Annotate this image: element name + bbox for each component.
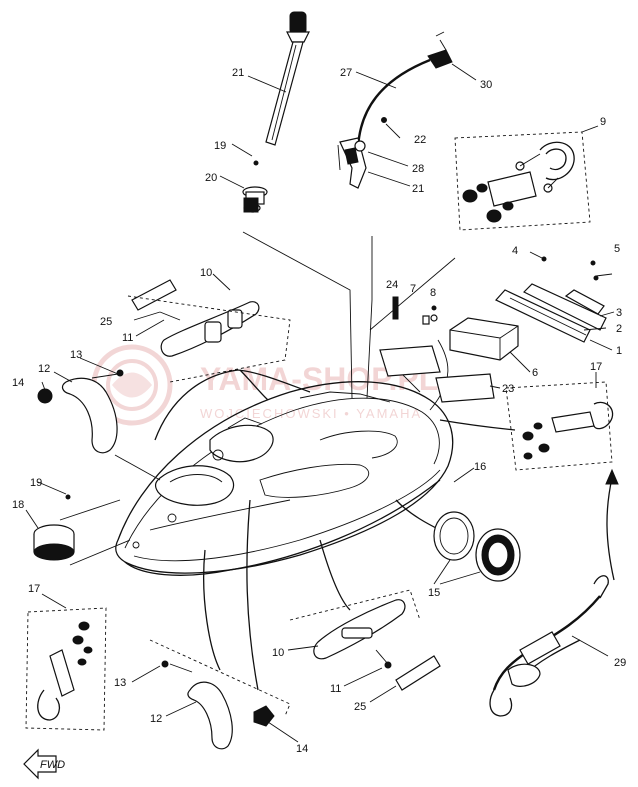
- callout-25-bottom: 25: [354, 701, 366, 713]
- callout-17-right: 17: [590, 361, 602, 373]
- callout-14-bottom: 14: [296, 743, 308, 755]
- part-17-hook-right: [505, 381, 614, 471]
- watermark-tagline: WOJCIECHOWSKI • YAMAHA: [200, 406, 422, 421]
- watermark-logo-icon: [91, 344, 173, 426]
- callout-4: 4: [512, 245, 518, 257]
- callout-29: 29: [614, 657, 626, 669]
- part-26-cable: [356, 31, 453, 149]
- part-17-hook-left: [25, 607, 107, 731]
- callout-12-top: 12: [38, 363, 50, 375]
- fwd-label: FWD: [40, 759, 65, 771]
- callout-28: 21: [232, 67, 244, 79]
- callout-19-left: 19: [30, 477, 42, 489]
- leader-lines: [25, 63, 615, 743]
- callout-16: 16: [474, 461, 486, 473]
- callout-27: 28: [412, 163, 424, 175]
- callout-13-bottom: 13: [114, 677, 126, 689]
- callout-22: 22: [414, 134, 426, 146]
- part-6-block: [449, 317, 519, 361]
- callout-3: 3: [616, 307, 622, 319]
- callout-9: 9: [600, 116, 606, 128]
- callout-25-top: 25: [100, 316, 112, 328]
- callout-14-top: 14: [12, 377, 24, 389]
- hull: [115, 381, 454, 576]
- callout-11-bottom: 11: [330, 683, 341, 695]
- part-10-cleat-upper: [127, 279, 291, 383]
- callout-23: 23: [502, 383, 514, 395]
- callout-1: 1: [616, 345, 622, 357]
- part-21-lever: [337, 137, 367, 189]
- part-12-handle-lower: [149, 639, 291, 750]
- callout-18: 18: [12, 499, 24, 511]
- part-15-rings: [433, 511, 521, 582]
- callout-6: 6: [532, 367, 538, 379]
- callout-13-top: 13: [70, 349, 82, 361]
- callout-15: 15: [428, 587, 440, 599]
- callout-30: 30: [480, 79, 492, 91]
- part-12-handle-left: [37, 369, 124, 454]
- callout-11-top: 11: [122, 332, 133, 344]
- callout-20: 20: [205, 172, 217, 184]
- part-20-fitting: [242, 160, 268, 213]
- part-10-cleat-lower: [289, 589, 441, 691]
- callout-5: 5: [614, 243, 620, 255]
- callout-10-bottom: 10: [272, 647, 284, 659]
- fwd-arrow-icon: FWD: [23, 748, 65, 780]
- callout-2: 2: [616, 323, 622, 335]
- callout-12-bottom: 12: [150, 713, 162, 725]
- part-29-strap: [489, 575, 609, 717]
- part-23-pads: [379, 296, 495, 403]
- part-28-pole: [265, 11, 310, 146]
- cable-lines: [59, 231, 516, 691]
- callouts: 21 19 20 27 30 22 28 21 9 4 5 3 2 1 6 24…: [12, 67, 626, 755]
- callout-19-top: 19: [214, 140, 226, 152]
- callout-7: 7: [410, 283, 416, 295]
- callout-17-left: 17: [28, 583, 40, 595]
- part-18-cap: [33, 494, 75, 561]
- part-9-tow-eye: [454, 131, 591, 231]
- part-1-2-3-rails: [495, 256, 607, 343]
- callout-8: 8: [430, 287, 436, 299]
- callout-26: 27: [340, 67, 352, 79]
- callout-24: 24: [386, 279, 398, 291]
- callout-10-top: 10: [200, 267, 212, 279]
- callout-21: 21: [412, 183, 424, 195]
